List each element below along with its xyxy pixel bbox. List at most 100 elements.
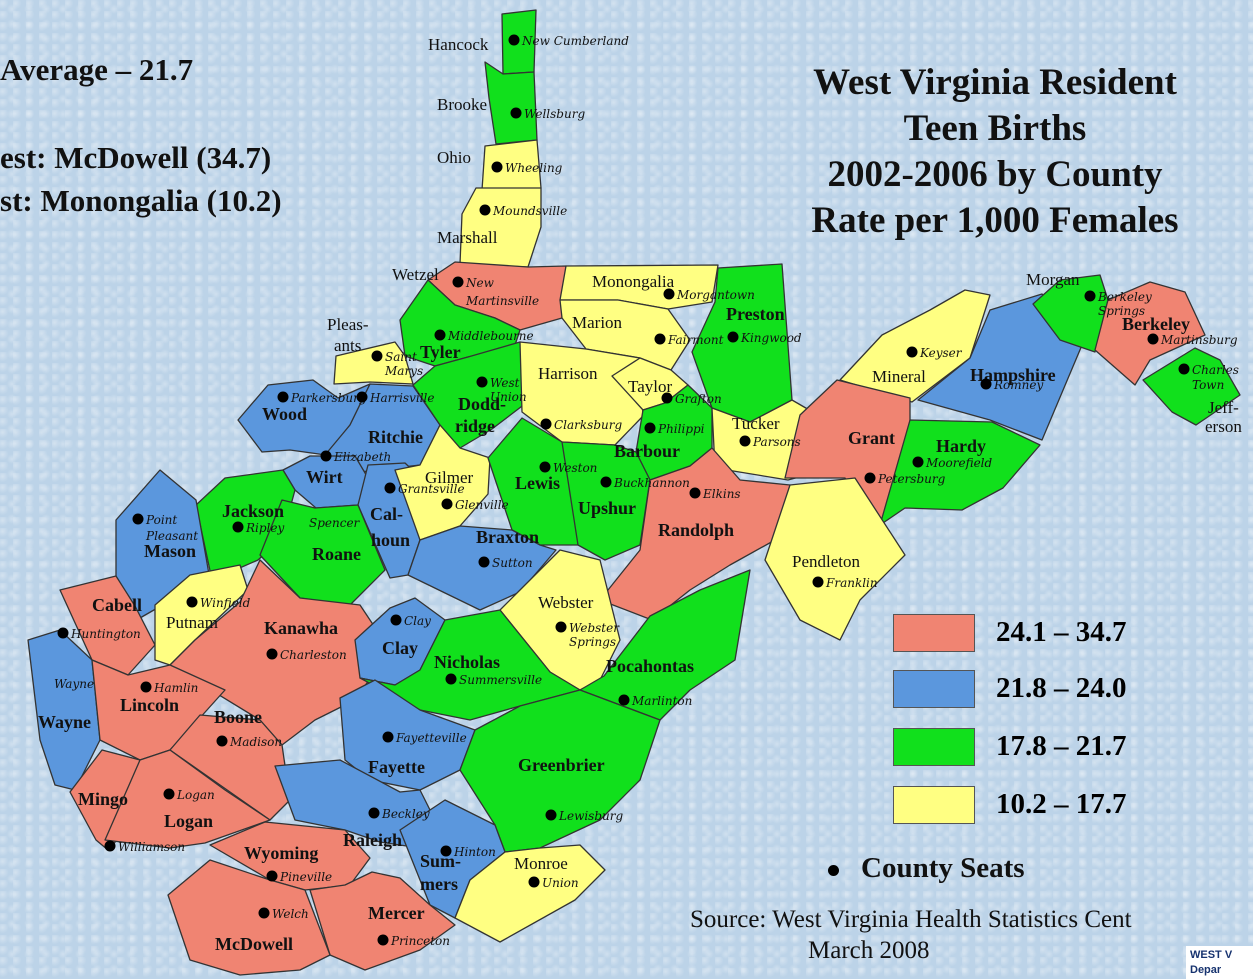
county-label: Cabell [92, 595, 142, 615]
county-seat-label: Pineville [279, 870, 332, 884]
county-seat-dot-icon [980, 378, 992, 390]
county-label: Nicholas [434, 652, 500, 672]
county-seat-label: Weston [553, 461, 597, 475]
county-seat-label: Sutton [492, 556, 533, 570]
county-label: Ritchie [368, 427, 423, 447]
county-seat-label: Ripley [245, 521, 284, 535]
county-jefferson [1142, 347, 1241, 426]
county-seat-label: Berkeley [1097, 290, 1152, 304]
county-label: Grant [848, 428, 895, 448]
county-label: Lewis [515, 473, 560, 493]
county-label: Raleigh [343, 830, 402, 850]
county-label: Wirt [306, 467, 343, 487]
legend-swatch [893, 786, 975, 824]
county-mercer [309, 871, 456, 971]
county-seat-dot-icon [654, 333, 666, 345]
county-seat-dot-icon [266, 648, 278, 660]
county-seat-dot-icon [368, 807, 380, 819]
legend-swatch [893, 614, 975, 652]
county-seat-label: Grantsville [398, 482, 465, 496]
county-seat-dot-icon [434, 329, 446, 341]
county-label: Gilmer [425, 468, 473, 487]
county-seat-dot-icon [663, 288, 675, 300]
county-seat-label: Princeton [390, 934, 450, 948]
county-seat-label: Parsons [752, 435, 801, 449]
county-label: ants [334, 336, 361, 355]
county-pendleton [764, 477, 906, 641]
county-label: Randolph [658, 520, 734, 540]
county-label: Lincoln [120, 695, 179, 715]
county-seat-dot-icon [371, 350, 383, 362]
county-seat-label: Clarksburg [554, 418, 622, 432]
county-seat-dot-icon [441, 498, 453, 510]
county-seat-label: Elkins [702, 487, 741, 501]
county-seat-dot-icon [476, 376, 488, 388]
county-label: Jeff- [1208, 398, 1239, 417]
county-seat-label: Kingwood [740, 331, 802, 345]
county-seat-label: Moorefield [925, 456, 993, 470]
county-label: Jackson [222, 501, 284, 521]
county-seat-label: Franklin [825, 576, 878, 590]
source-line: Source: West Virginia Health Statistics … [690, 906, 1132, 933]
county-seat-label: Union [490, 390, 527, 404]
legend-label: 24.1 – 34.7 [996, 616, 1127, 648]
county-seat-dot-icon [540, 418, 552, 430]
county-label: Clay [382, 638, 418, 658]
county-seat-label: Madison [229, 735, 282, 749]
county-label: Pendleton [792, 552, 860, 571]
county-seat-label: Martinsville [465, 294, 539, 308]
county-seat-dot-icon [478, 556, 490, 568]
county-label: Mineral [872, 367, 926, 386]
county-seat-label: Hinton [453, 845, 496, 859]
county-label: Logan [164, 811, 213, 831]
county-seat-dot-icon [739, 435, 751, 447]
county-brooke [484, 61, 538, 145]
county-seat-dot-icon [277, 391, 289, 403]
county-mcdowell [167, 859, 331, 976]
county-seat-label: Logan [176, 788, 215, 802]
county-harrison [519, 341, 644, 446]
county-seat-dot-icon [382, 731, 394, 743]
county-seat-label: Springs [1098, 304, 1145, 318]
county-label: Braxton [476, 527, 539, 547]
county-seat-dot-icon [232, 521, 244, 533]
county-label: Barbour [614, 441, 680, 461]
county-label: Morgan [1026, 270, 1080, 289]
county-label: Dodd- [458, 394, 506, 414]
county-label: Hancock [428, 35, 489, 54]
county-monroe [454, 844, 606, 943]
county-seat-label: Wayne [54, 677, 94, 691]
county-label: Putnam [166, 613, 218, 632]
department-logo: WEST V Depar [1186, 946, 1253, 979]
county-seat-dot-icon [384, 482, 396, 494]
county-label: Kanawha [264, 618, 338, 638]
county-label: Cal- [370, 504, 403, 524]
county-seat-dot-icon [445, 673, 457, 685]
county-seat-dot-icon [661, 392, 673, 404]
county-label: Wood [262, 404, 307, 424]
county-seat-label: Welch [272, 907, 309, 921]
county-seat-label: Keyser [919, 346, 963, 360]
county-seat-dot-icon [479, 204, 491, 216]
county-seat-dot-icon [140, 681, 152, 693]
county-seat-label: Moundsville [492, 204, 567, 218]
county-seat-dot-icon [320, 450, 332, 462]
county-seat-dot-icon [356, 391, 368, 403]
county-label: Monroe [514, 854, 568, 873]
county-seat-label: Hamlin [153, 681, 198, 695]
county-seat-dot-icon [727, 331, 739, 343]
county-label: Wayne [38, 712, 91, 732]
county-seat-label: Fairmont [667, 333, 724, 347]
county-label: Marshall [437, 228, 498, 247]
legend-label: 21.8 – 24.0 [996, 672, 1127, 704]
county-seat-label: Morgantown [676, 288, 755, 302]
county-berkeley [1094, 281, 1206, 386]
county-label: Wetzel [392, 265, 439, 284]
county-seat-label: Town [1192, 378, 1224, 392]
county-seat-label: Martinsburg [1160, 333, 1238, 347]
county-label: Wyoming [244, 843, 318, 863]
county-seat-dot-icon [258, 907, 270, 919]
county-seat-label: Point [145, 513, 177, 527]
county-seat-label: Union [542, 876, 579, 890]
